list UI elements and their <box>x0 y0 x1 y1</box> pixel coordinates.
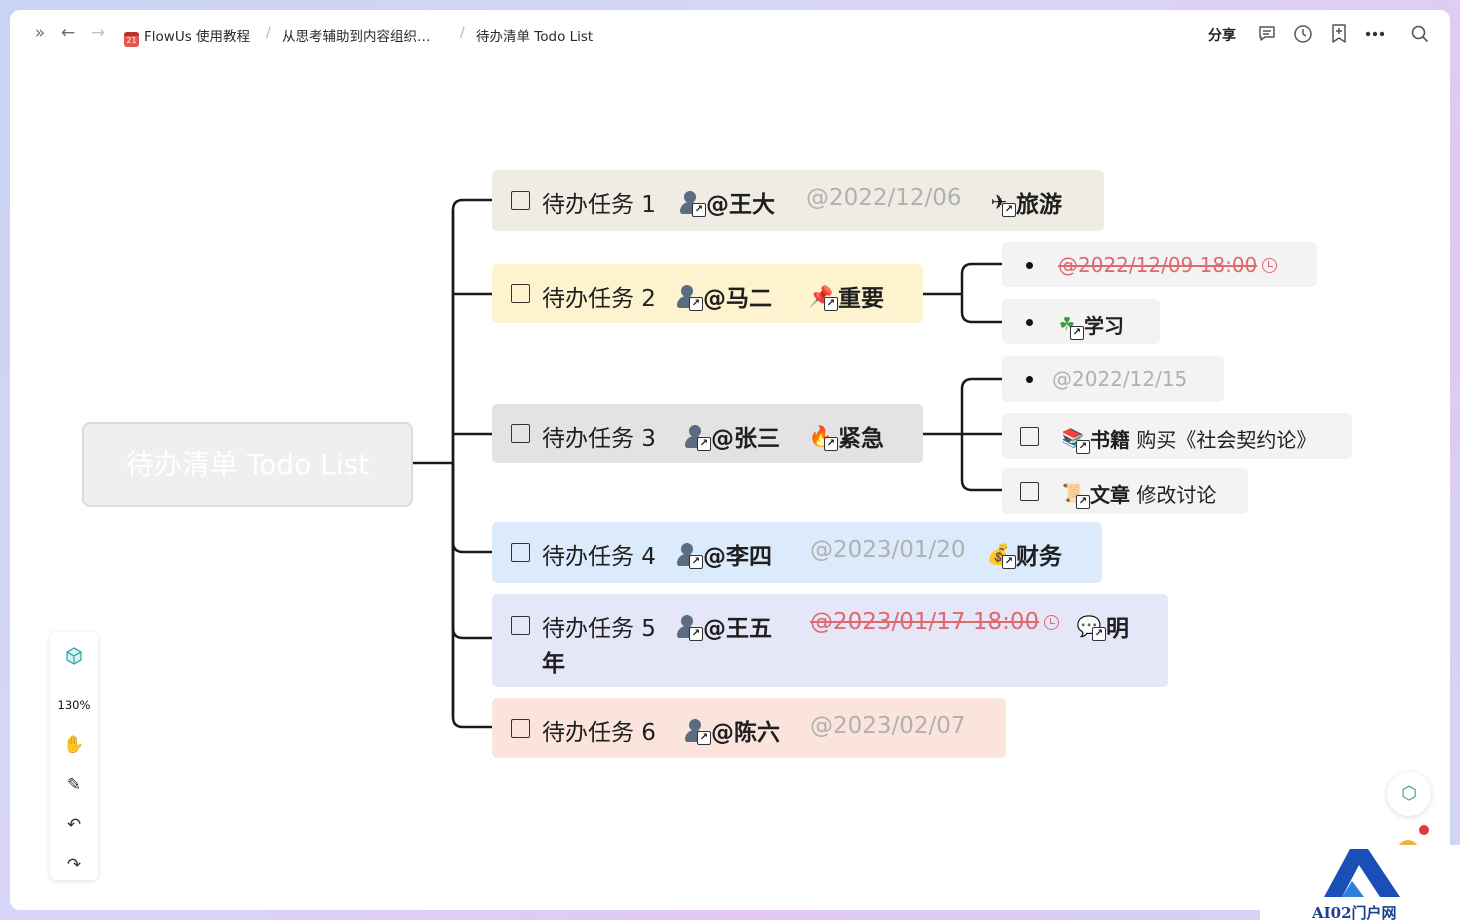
assignee-mention[interactable]: ↗ @陈六 <box>683 713 780 747</box>
mindmap-connectors <box>413 198 1002 729</box>
todo-content: 📜↗ 文章 修改讨论 <box>1060 481 1217 509</box>
tag-link[interactable]: 📌↗ 重要 <box>808 283 884 312</box>
task-title: 待办任务 2 <box>542 286 656 312</box>
canvas-toolbar: 130% ✋ ✎ ↶ ↷ <box>50 632 98 880</box>
assignee-mention[interactable]: ↗ @王大 <box>678 185 775 219</box>
person-icon: ↗ <box>683 423 711 451</box>
tag-link[interactable]: 💬↗ 明 <box>1076 613 1129 642</box>
due-date[interactable]: @2022/12/06 <box>806 185 962 211</box>
format-brush-icon[interactable]: ✎ <box>66 775 82 795</box>
assignee-mention[interactable]: ↗ @李四 <box>675 537 772 571</box>
task-title: 待办任务 4 <box>542 544 656 570</box>
breadcrumb-separator: / <box>460 25 465 41</box>
task-checkbox[interactable] <box>1020 427 1039 446</box>
bookmark-add-icon[interactable] <box>1331 24 1347 44</box>
watermark-logo-icon <box>1324 849 1400 897</box>
task-title: 待办任务 6 <box>542 720 656 746</box>
cube-icon[interactable] <box>64 646 84 666</box>
task-checkbox[interactable] <box>511 543 530 562</box>
breadcrumb-item-organize[interactable]: 从思考辅助到内容组织… <box>282 29 431 45</box>
mindmap-root-node[interactable]: 待办清单 Todo List <box>82 422 413 507</box>
task-node-3[interactable]: 待办任务 3 ↗ @张三 🔥↗ 紧急 <box>492 404 923 463</box>
search-icon[interactable] <box>1411 25 1429 43</box>
share-button[interactable]: 分享 <box>1208 28 1236 44</box>
forward-arrow-icon[interactable]: → <box>90 23 106 43</box>
subnode-todo[interactable]: 📚↗ 书籍 购买《社会契约论》 <box>1002 413 1352 459</box>
history-icon[interactable] <box>1293 24 1313 44</box>
breadcrumb-item-current[interactable]: 待办清单 Todo List <box>476 29 594 45</box>
mindmap-canvas[interactable]: 待办清单 Todo List 待办任务 1 ↗ @王大 @2022/12/06 … <box>10 10 1450 910</box>
assignee-mention[interactable]: ↗ @王五 <box>675 609 772 643</box>
fire-icon: 🔥↗ <box>808 423 838 451</box>
subnode-date[interactable]: @2022/12/09 18:00 <box>1002 242 1317 287</box>
back-arrow-icon[interactable]: ← <box>60 23 76 43</box>
tag-link[interactable]: ☘↗ 学习 <box>1054 310 1124 340</box>
person-icon: ↗ <box>675 613 703 641</box>
comment-icon[interactable] <box>1258 25 1276 43</box>
task-node-6[interactable]: 待办任务 6 ↗ @陈六 @2023/02/07 <box>492 698 1006 758</box>
person-icon: ↗ <box>675 283 703 311</box>
task-title: 待办任务 3 <box>542 426 656 452</box>
more-icon[interactable] <box>1365 31 1385 37</box>
alarm-clock-icon <box>1262 257 1278 273</box>
tag-link[interactable]: 🔥↗ 紧急 <box>808 423 884 452</box>
task-title: 待办任务 1 <box>542 192 656 218</box>
books-icon: 📚↗ <box>1060 426 1090 454</box>
bullet <box>1026 262 1033 269</box>
undo-icon[interactable]: ↶ <box>66 815 82 835</box>
task-checkbox[interactable] <box>1020 482 1039 501</box>
assignee-mention[interactable]: ↗ @马二 <box>675 279 772 313</box>
task-node-1[interactable]: 待办任务 1 ↗ @王大 @2022/12/06 ✈↗ 旅游 <box>492 170 1104 231</box>
task-node-4[interactable]: 待办任务 4 ↗ @李四 @2023/01/20 💰↗ 财务 <box>492 522 1102 583</box>
watermark: AI02门户网 <box>1260 845 1460 920</box>
due-date: @2022/12/15 <box>1052 367 1188 391</box>
due-date[interactable]: @2023/01/20 <box>810 537 966 563</box>
task-checkbox[interactable] <box>511 191 530 210</box>
expand-sidebar-icon[interactable]: » <box>34 23 46 43</box>
person-icon: ↗ <box>683 717 711 745</box>
assignee-mention[interactable]: ↗ @张三 <box>683 419 780 453</box>
task-checkbox[interactable] <box>511 719 530 738</box>
shamrock-icon: ☘↗ <box>1054 312 1084 340</box>
ai-assistant-button[interactable]: ⬡ <box>1387 772 1431 816</box>
strikethrough-date[interactable]: @2023/01/17 18:00 <box>810 609 1060 635</box>
tag-continuation: 年 <box>542 651 565 677</box>
notification-dot <box>1419 825 1429 835</box>
bullet <box>1026 319 1033 326</box>
task-checkbox[interactable] <box>511 424 530 443</box>
breadcrumb-separator: / <box>266 25 271 41</box>
speech-bubble-icon: 💬↗ <box>1076 613 1106 641</box>
task-checkbox[interactable] <box>511 616 530 635</box>
todo-content: 📚↗ 书籍 购买《社会契约论》 <box>1060 426 1317 454</box>
calendar-icon: 21 <box>124 32 139 47</box>
task-checkbox[interactable] <box>511 284 530 303</box>
strikethrough-date: @2022/12/09 18:00 <box>1058 253 1278 277</box>
pushpin-icon: 📌↗ <box>808 283 838 311</box>
task-node-5[interactable]: 待办任务 5 ↗ @王五 @2023/01/17 18:00 💬↗ 明 年 <box>492 594 1168 687</box>
tag-link[interactable]: 💰↗ 财务 <box>986 541 1062 570</box>
task-node-2[interactable]: 待办任务 2 ↗ @马二 📌↗ 重要 <box>492 264 923 323</box>
subnode-tag[interactable]: ☘↗ 学习 <box>1002 299 1160 344</box>
person-icon: ↗ <box>675 541 703 569</box>
airplane-icon: ✈↗ <box>986 189 1016 217</box>
bullet <box>1026 376 1033 383</box>
subnode-date[interactable]: @2022/12/15 <box>1002 356 1224 402</box>
money-bag-icon: 💰↗ <box>986 541 1016 569</box>
hand-pan-icon[interactable]: ✋ <box>63 735 85 755</box>
scroll-icon: 📜↗ <box>1060 481 1090 509</box>
person-icon: ↗ <box>678 189 706 217</box>
due-date[interactable]: @2023/02/07 <box>810 713 966 739</box>
tag-link[interactable]: ✈↗ 旅游 <box>986 185 1062 219</box>
alarm-clock-icon <box>1044 614 1060 630</box>
task-title: 待办任务 5 <box>542 616 656 642</box>
redo-icon[interactable]: ↷ <box>66 855 82 875</box>
watermark-text: AI02门户网 <box>1312 904 1397 920</box>
subnode-todo[interactable]: 📜↗ 文章 修改讨论 <box>1002 468 1248 514</box>
zoom-level[interactable]: 130% <box>57 698 91 712</box>
